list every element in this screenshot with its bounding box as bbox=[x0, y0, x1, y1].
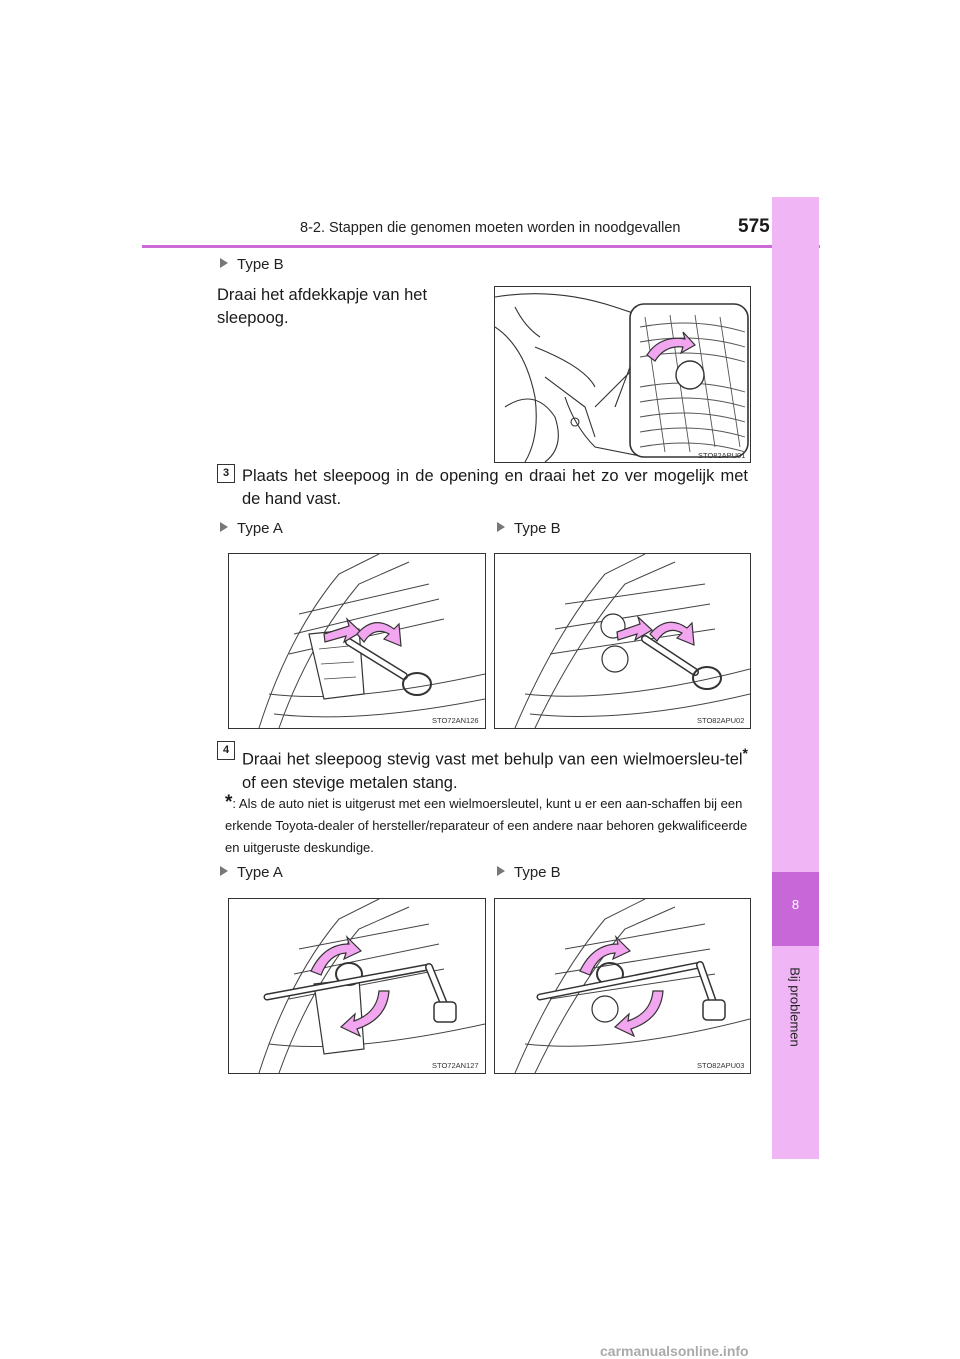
tighten-tow-eye-type-b-illustration bbox=[514, 899, 750, 1073]
step-number-badge: 3 bbox=[217, 464, 235, 483]
section-title: 8-2. Stappen die genomen moeten worden i… bbox=[300, 220, 681, 236]
triangle-bullet-icon bbox=[497, 866, 505, 876]
cap-removal-illustration bbox=[495, 293, 749, 462]
step3-type-b-label: Type B bbox=[497, 520, 561, 537]
step3-text: Plaats het sleepoog in de opening en dra… bbox=[242, 467, 748, 508]
tighten-tow-eye-type-a-illustration bbox=[258, 899, 485, 1073]
triangle-bullet-icon bbox=[220, 522, 228, 532]
type-b-intro-instruction: Draai het afdekkapje van het sleepoog. bbox=[217, 286, 428, 327]
step4-type-a-label: Type A bbox=[220, 864, 283, 881]
chapter-number: 8 bbox=[791, 897, 800, 912]
figure-cap-removal bbox=[494, 286, 751, 463]
step4-type-b-label: Type B bbox=[497, 864, 561, 881]
type-b-intro-label: Type B bbox=[220, 256, 284, 273]
figure-step4-type-a bbox=[228, 898, 486, 1074]
chapter-label: Bij problemen bbox=[787, 967, 803, 1047]
tow-eye-insert-type-b-illustration bbox=[514, 554, 750, 728]
figure-code: STO82APU02 bbox=[697, 716, 745, 725]
watermark: carmanualsonline.info bbox=[600, 1343, 749, 1359]
tow-eye-insert-type-a-illustration bbox=[258, 554, 485, 728]
figure-step3-type-b bbox=[494, 553, 751, 729]
triangle-bullet-icon bbox=[220, 258, 228, 268]
figure-code: STO72AN126 bbox=[432, 716, 479, 725]
figure-code: STO82APU03 bbox=[697, 1061, 745, 1070]
figure-step3-type-a bbox=[228, 553, 486, 729]
figure-step4-type-b bbox=[494, 898, 751, 1074]
header-rule bbox=[142, 245, 820, 248]
figure-code: STO72AN127 bbox=[432, 1061, 479, 1070]
chapter-number-block bbox=[772, 872, 819, 946]
page-number: 575 bbox=[738, 216, 770, 237]
triangle-bullet-icon bbox=[497, 522, 505, 532]
figure-code: STO82APU01 bbox=[698, 451, 746, 460]
step3-type-a-label: Type A bbox=[220, 520, 283, 537]
triangle-bullet-icon bbox=[220, 866, 228, 876]
step4-text: Draai het sleepoog stevig vast met behul… bbox=[242, 745, 748, 792]
footnote: *: Als de auto niet is uitgerust met een… bbox=[225, 792, 748, 855]
step-number-badge: 4 bbox=[217, 741, 235, 760]
chapter-side-tab bbox=[772, 197, 819, 1159]
